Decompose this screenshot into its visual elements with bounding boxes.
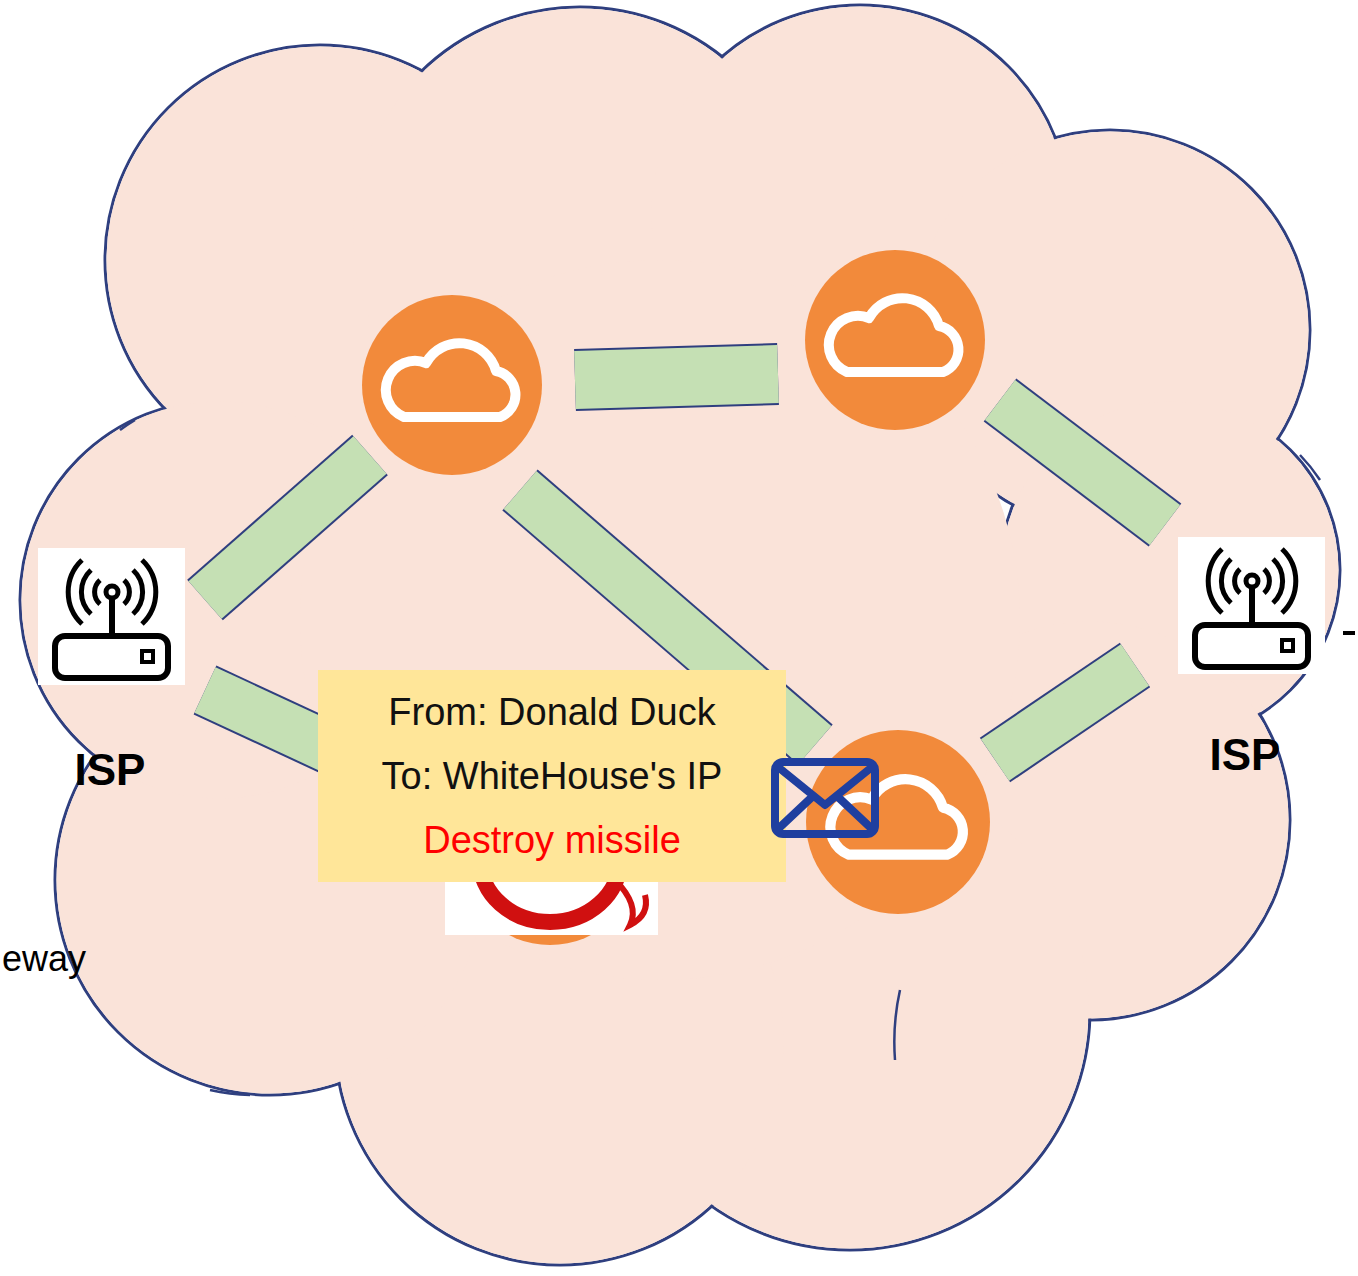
cloud-router	[806, 730, 990, 914]
cut-off-label: eway	[2, 938, 86, 980]
cloud-router	[805, 250, 985, 430]
edge-fragment	[1343, 631, 1355, 635]
router-icon	[38, 548, 185, 685]
isp-node: ISP	[38, 548, 185, 685]
message-header: From: Donald Duck	[332, 680, 772, 744]
isp-label: ISP	[1210, 730, 1281, 780]
message-header: To: WhiteHouse's IP	[332, 744, 772, 808]
router-icon	[1178, 537, 1325, 674]
envelope-icon	[770, 757, 880, 839]
internet-cloud-outline	[20, 5, 1340, 1265]
spoofed-message-box: From: Donald DuckTo: WhiteHouse's IPDest…	[318, 670, 786, 882]
internet-cloud-fill	[22, 7, 1339, 1264]
isp-label: ISP	[75, 745, 146, 795]
message-payload: Destroy missile	[332, 808, 772, 872]
cloud-router	[362, 295, 542, 475]
isp-node: ISP	[1178, 537, 1325, 674]
